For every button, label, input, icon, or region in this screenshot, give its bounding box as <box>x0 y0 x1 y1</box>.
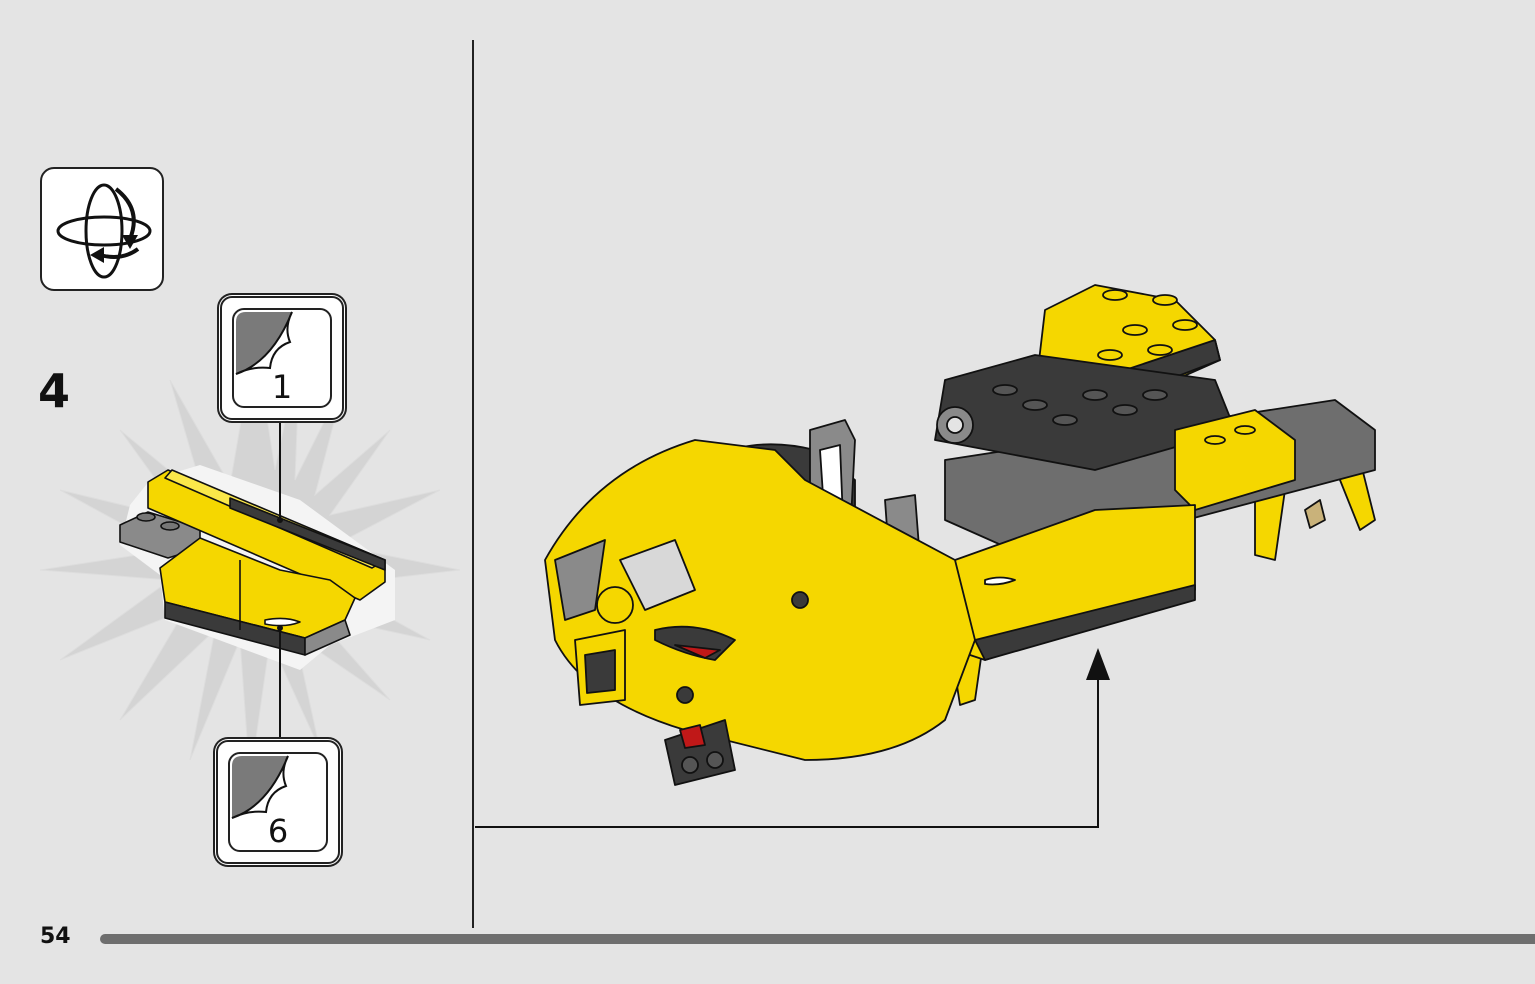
page-number: 54 <box>40 924 71 949</box>
sub-assembly-bricks <box>119 469 386 656</box>
sticker-callout-6: 6 <box>216 740 340 864</box>
sticker-callout-1: 1 <box>220 296 344 420</box>
step-number: 4 <box>38 364 71 418</box>
car-model-illustration <box>475 284 1376 828</box>
rotate-model-box <box>40 167 164 291</box>
rotate-model-icon <box>56 183 152 279</box>
sub-assembly-illustration <box>39 339 461 781</box>
sticker-icon <box>231 755 289 819</box>
panel-divider <box>472 40 474 928</box>
front-body <box>544 439 976 761</box>
sticker-icon <box>235 311 293 375</box>
sticker-number: 6 <box>267 812 289 850</box>
placement-arrow-head <box>1086 648 1110 680</box>
placement-arrow-line <box>475 660 1099 828</box>
progress-bar <box>100 934 1535 944</box>
sticker-number: 1 <box>271 368 293 406</box>
